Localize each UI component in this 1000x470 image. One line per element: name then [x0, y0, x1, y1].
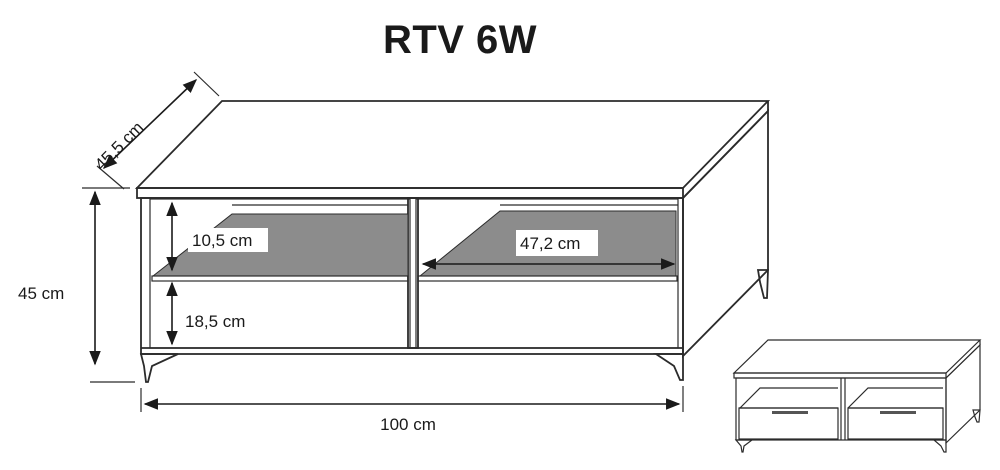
leg-front-right	[653, 353, 684, 381]
lower-gap-dimension: 18,5 cm	[166, 281, 245, 346]
drawer-variant-thumbnail	[732, 339, 982, 453]
diagram-title: RTV 6W	[382, 18, 538, 62]
left-drawer	[738, 407, 839, 440]
depth-dimension: 45,5 cm	[91, 71, 220, 190]
cabinet-right-side	[682, 108, 769, 359]
leg-front-left	[139, 353, 179, 383]
upper-gap-dimension: 10,5 cm	[166, 201, 268, 272]
height-label: 45 cm	[18, 284, 64, 303]
upper-gap-label: 10,5 cm	[192, 231, 252, 250]
cabinet-top-front	[136, 187, 684, 199]
lower-gap-label: 18,5 cm	[185, 312, 245, 331]
width-label: 100 cm	[380, 415, 436, 434]
left-drawer-handle	[772, 411, 808, 414]
cabinet-top	[134, 100, 771, 189]
shelf-width-dimension: 47,2 cm	[421, 230, 676, 270]
height-dimension: 45 cm	[18, 187, 135, 383]
depth-label: 45,5 cm	[91, 118, 147, 174]
right-drawer	[847, 407, 944, 440]
right-drawer-handle	[880, 411, 916, 414]
leg-back-right	[756, 269, 769, 299]
width-dimension: 100 cm	[140, 386, 684, 434]
shelf-width-label: 47,2 cm	[520, 234, 580, 253]
